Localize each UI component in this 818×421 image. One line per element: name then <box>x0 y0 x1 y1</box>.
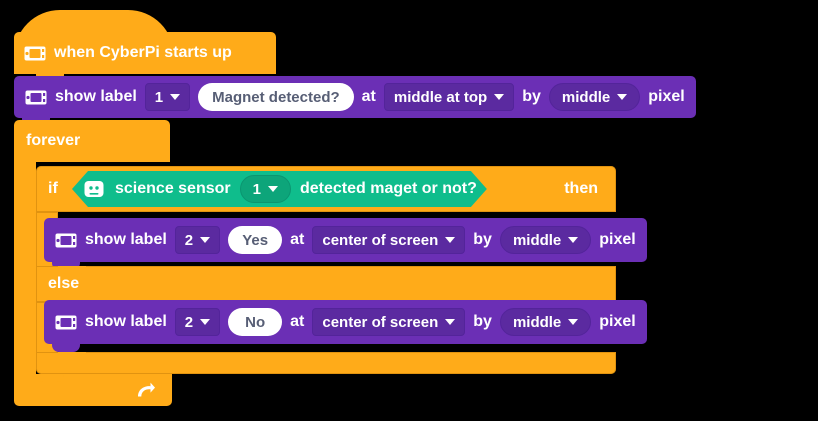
pixel-label: pixel <box>599 231 636 248</box>
sensor-port-dropdown[interactable]: 1 <box>240 175 291 203</box>
block-bottom-notch <box>52 344 80 352</box>
hat-block-label: when CyberPi starts up <box>54 44 232 61</box>
chevron-down-icon <box>445 237 456 243</box>
line-number-dropdown[interactable]: 2 <box>174 226 221 254</box>
condition-label-suffix: detected maget or not? <box>299 180 477 197</box>
when-cyberpi-starts-up-block[interactable]: when CyberPi starts up <box>14 32 276 82</box>
else-label: else <box>48 275 80 292</box>
show-label-block-yes[interactable]: show label 2 Yes at center of screen by … <box>44 218 647 270</box>
if-label: if <box>48 180 58 197</box>
chevron-down-icon <box>617 94 628 100</box>
chevron-down-icon <box>170 94 181 100</box>
chevron-down-icon <box>268 186 278 192</box>
offset-dropdown[interactable]: middle <box>499 226 592 254</box>
position-dropdown[interactable]: center of screen <box>312 308 466 336</box>
label-text-input[interactable]: Magnet detected? <box>198 83 354 111</box>
show-label-text: show label <box>85 313 167 330</box>
cyberpi-icon <box>25 90 47 105</box>
else-branch-notch <box>58 266 86 274</box>
forever-block-header[interactable]: forever <box>14 120 170 162</box>
by-label: by <box>522 88 541 105</box>
offset-dropdown[interactable]: middle <box>499 308 592 336</box>
cyberpi-icon <box>55 233 77 248</box>
offset-dropdown[interactable]: middle <box>548 83 641 111</box>
at-label: at <box>290 231 305 248</box>
chevron-down-icon <box>200 237 211 243</box>
science-sensor-icon <box>82 177 106 201</box>
line-number-dropdown[interactable]: 2 <box>174 308 221 336</box>
pixel-label: pixel <box>599 313 636 330</box>
by-label: by <box>473 231 492 248</box>
show-label-text: show label <box>55 88 137 105</box>
at-label: at <box>290 313 305 330</box>
then-label: then <box>564 180 598 197</box>
position-dropdown[interactable]: middle at top <box>383 83 515 111</box>
chevron-down-icon <box>200 319 211 325</box>
science-sensor-condition-block[interactable]: science sensor 1 detected maget or not? <box>72 171 487 207</box>
label-text-input[interactable]: Yes <box>228 226 283 254</box>
position-dropdown[interactable]: center of screen <box>312 226 466 254</box>
chevron-down-icon <box>494 94 505 100</box>
line-number-dropdown[interactable]: 1 <box>144 83 191 111</box>
pixel-label: pixel <box>648 88 685 105</box>
label-text-input[interactable]: No <box>228 308 283 336</box>
show-label-block-no[interactable]: show label 2 No at center of screen by m… <box>44 300 647 352</box>
forever-label: forever <box>26 132 81 149</box>
chevron-down-icon <box>568 319 579 325</box>
forever-block-arm <box>14 162 36 380</box>
chevron-down-icon <box>445 319 456 325</box>
show-label-text: show label <box>85 231 167 248</box>
if-else-block-foot[interactable] <box>36 352 616 374</box>
if-else-foot-notch <box>58 352 86 360</box>
at-label: at <box>361 88 376 105</box>
by-label: by <box>473 313 492 330</box>
cyberpi-icon <box>24 46 46 61</box>
cyberpi-icon <box>55 315 77 330</box>
show-label-block-1[interactable]: show label 1 Magnet detected? at middle … <box>14 76 696 126</box>
forever-foot-notch <box>36 374 64 382</box>
chevron-down-icon <box>568 237 579 243</box>
condition-label-prefix: science sensor <box>115 180 231 197</box>
else-block-header[interactable]: else <box>36 266 616 302</box>
loop-arrow-icon <box>134 380 156 400</box>
